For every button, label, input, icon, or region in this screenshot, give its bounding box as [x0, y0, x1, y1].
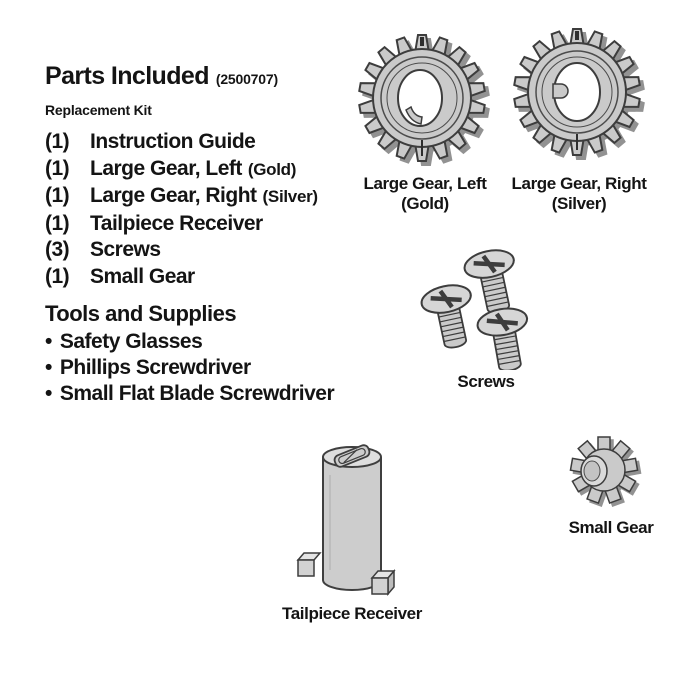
tool-item: Phillips Screwdriver	[45, 355, 375, 381]
part-note: (Silver)	[262, 187, 319, 206]
tailpiece-receiver-illustration	[296, 444, 396, 597]
screws-illustration	[396, 240, 576, 370]
tool-item: Small Flat Blade Screwdriver	[45, 381, 375, 407]
part-row: (1) Small Gear	[45, 264, 365, 291]
part-row: (1) Instruction Guide	[45, 129, 365, 156]
large-gear-left-sublabel: (Gold)	[401, 194, 449, 213]
parts-included-section: Parts Included(2500707) Replacement Kit …	[45, 62, 365, 290]
tailpiece-receiver-figure: Tailpiece Receiver	[282, 430, 422, 624]
part-label: Large Gear, Left	[90, 156, 242, 180]
parts-list: (1) Instruction Guide (1) Large Gear, Le…	[45, 129, 365, 290]
part-qty: (1)	[45, 211, 70, 235]
part-row: (1) Large Gear, Left (Gold)	[45, 156, 365, 184]
small-gear-illustration	[556, 426, 666, 516]
part-note: (Gold)	[247, 159, 297, 179]
part-label: Instruction Guide	[90, 130, 256, 153]
part-row: (3) Screws	[45, 237, 365, 264]
tool-item: Safety Glasses	[45, 329, 375, 355]
part-qty: (1)	[45, 264, 70, 288]
kit-number-subtitle: (2500707) Replacement Kit	[45, 71, 278, 118]
part-row: (1) Large Gear, Right (Silver)	[45, 183, 365, 211]
screws-figure: Screws	[396, 240, 576, 392]
parts-included-title-text: Parts Included	[45, 62, 209, 90]
large-gear-right-figure: Large Gear, Right (Silver)	[500, 20, 658, 214]
part-qty: (1)	[45, 184, 70, 207]
large-gear-left-caption: Large Gear, Left (Gold)	[350, 174, 500, 214]
large-gear-left-label: Large Gear, Left	[363, 174, 487, 193]
small-gear-figure: Small Gear	[556, 426, 666, 538]
part-row: (1) Tailpiece Receiver	[45, 211, 365, 238]
tools-supplies-section: Tools and Supplies Safety Glasses Philli…	[45, 301, 375, 407]
large-gear-left-illustration	[350, 20, 500, 172]
part-label: Large Gear, Right	[90, 184, 257, 207]
part-qty: (1)	[45, 130, 70, 153]
part-qty: (3)	[45, 238, 70, 261]
part-label: Tailpiece Receiver	[90, 211, 263, 235]
part-label: Screws	[90, 238, 161, 261]
small-gear-caption: Small Gear	[568, 518, 654, 537]
part-label: Small Gear	[90, 264, 195, 288]
part-qty: (1)	[45, 156, 70, 180]
tailpiece-receiver-caption: Tailpiece Receiver	[282, 604, 422, 623]
large-gear-right-label: Large Gear, Right	[511, 174, 647, 193]
screws-caption: Screws	[457, 372, 515, 391]
large-gear-right-sublabel: (Silver)	[551, 194, 607, 213]
large-gear-right-illustration	[500, 20, 658, 172]
tools-supplies-title: Tools and Supplies	[45, 301, 237, 326]
large-gear-left-figure: Large Gear, Left (Gold)	[350, 20, 500, 214]
large-gear-right-caption: Large Gear, Right (Silver)	[500, 174, 658, 214]
parts-included-title: Parts Included(2500707) Replacement Kit	[45, 62, 365, 124]
